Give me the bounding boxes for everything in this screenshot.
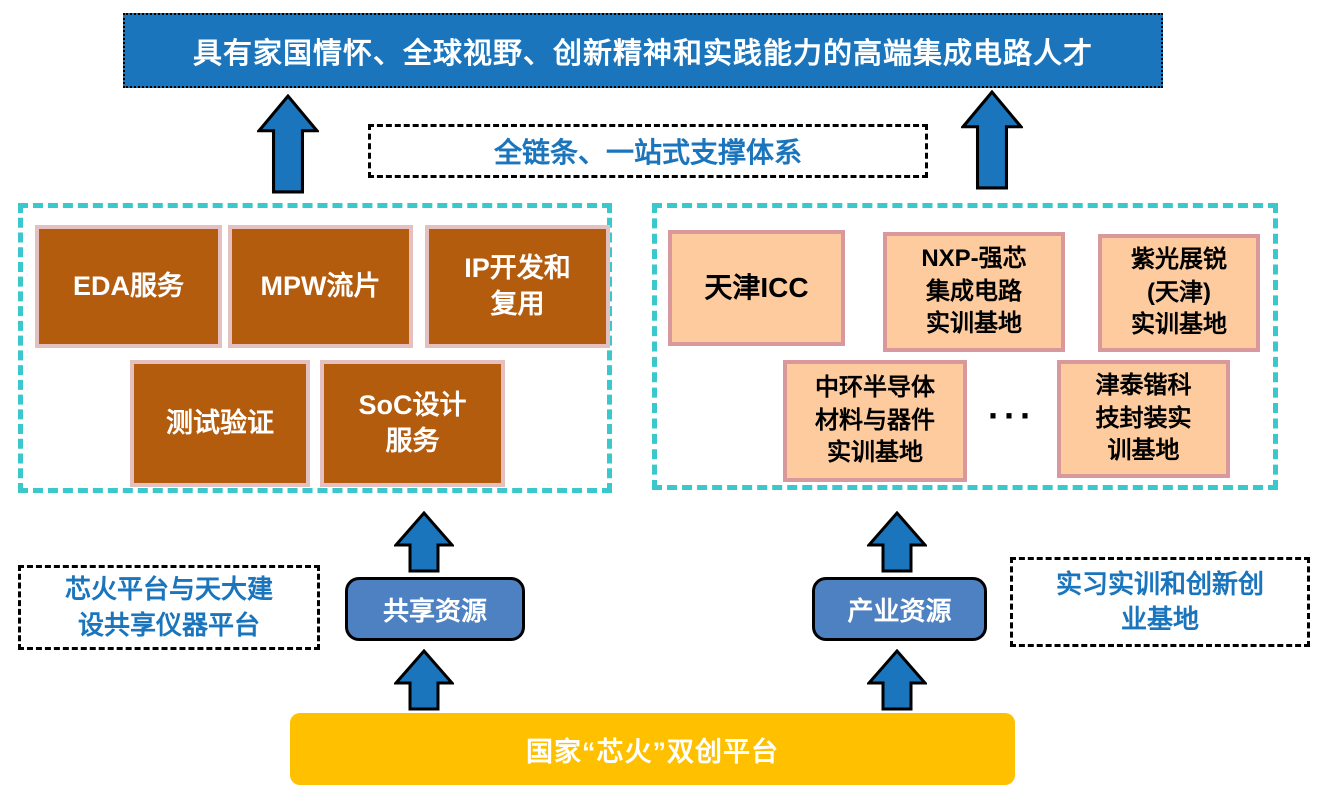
- industry-up-arrow-icon: [867, 511, 927, 573]
- training-box-jintai: 津泰锴科 技封装实 训基地: [1057, 360, 1230, 478]
- ellipsis-dots: ···: [988, 395, 1036, 436]
- shared-up-arrow-icon: [394, 511, 454, 573]
- training-box-nxp: NXP-强芯 集成电路 实训基地: [883, 232, 1065, 352]
- service-box-eda: EDA服务: [35, 225, 222, 348]
- service-box-test: 测试验证: [130, 360, 310, 487]
- outcome-banner: 具有家国情怀、全球视野、创新精神和实践能力的高端集成电路人才: [123, 13, 1163, 88]
- service-panel: EDA服务 MPW流片 IP开发和 复用 测试验证 SoC设计 服务: [18, 203, 612, 493]
- xinhuo-platform-bar: 国家“芯火”双创平台: [290, 713, 1015, 785]
- shared-resources-node: 共享资源: [345, 577, 525, 641]
- training-box-zhonghuan: 中环半导体 材料与器件 实训基地: [783, 360, 967, 482]
- service-box-mpw: MPW流片: [228, 225, 413, 348]
- service-box-soc: SoC设计 服务: [320, 360, 505, 487]
- big-arrow-right-icon: [961, 90, 1023, 190]
- practice-base-note: 实习实训和创新创 业基地: [1010, 557, 1310, 647]
- training-box-tianjin-icc: 天津ICC: [668, 230, 845, 346]
- industry-down-arrow-icon: [867, 649, 927, 711]
- industry-resources-node: 产业资源: [812, 577, 987, 641]
- big-arrow-left-icon: [257, 94, 319, 194]
- training-panel: 天津ICC NXP-强芯 集成电路 实训基地 紫光展锐 (天津) 实训基地 中环…: [652, 203, 1278, 490]
- support-system-box: 全链条、一站式支撑体系: [368, 124, 928, 178]
- training-box-ziguang: 紫光展锐 (天津) 实训基地: [1098, 234, 1260, 352]
- instrument-platform-note: 芯火平台与天大建 设共享仪器平台: [18, 565, 320, 650]
- service-box-ip: IP开发和 复用: [425, 225, 610, 348]
- shared-down-arrow-icon: [394, 649, 454, 711]
